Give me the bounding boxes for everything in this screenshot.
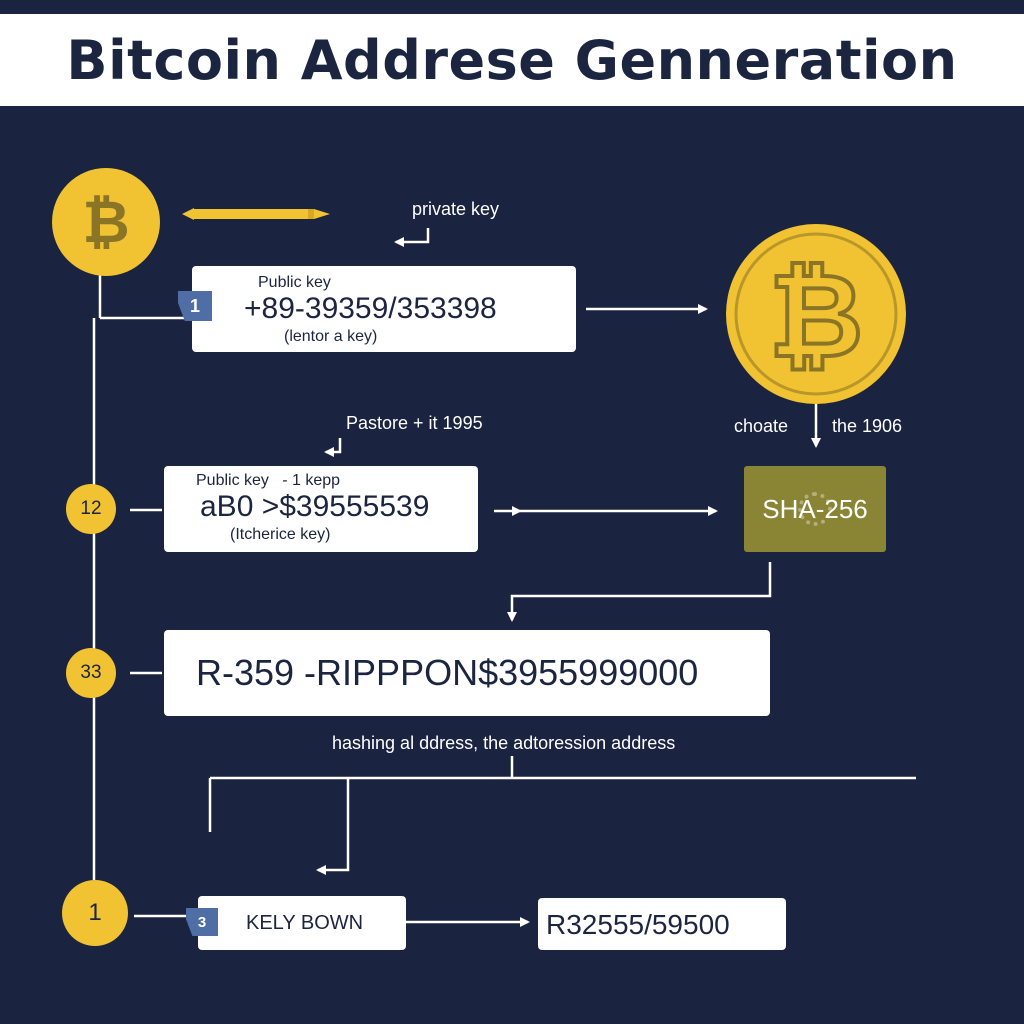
title-bar: Bitcoin Addrese Genneration — [0, 14, 1024, 106]
box-value: +89-39359/353398 — [244, 292, 497, 325]
arrow-pastore — [324, 438, 342, 457]
svg-text:₿: ₿ — [769, 249, 864, 384]
pencil-icon — [182, 208, 330, 220]
final-address-box: R32555/59500 — [538, 898, 786, 950]
step-tag: 3 — [186, 908, 218, 936]
key-box: KELY BOWN — [198, 896, 406, 950]
pastore-label: Pastore + it 1995 — [346, 413, 483, 433]
ripemd-address-box: R-359 -RIPPPON$3955999000 — [164, 630, 770, 716]
box-value: R-359 -RIPPPON$3955999000 — [196, 652, 699, 693]
top-strip — [0, 0, 1024, 14]
box-title: Public key — [258, 274, 331, 291]
step-badge: 33 — [66, 648, 116, 698]
arrow-sha-to-box3 — [507, 562, 772, 622]
sha256-box: SHA-256 — [744, 466, 886, 552]
page-title: Bitcoin Addrese Genneration — [66, 28, 958, 92]
bitcoin-icon: ₿ — [726, 224, 906, 404]
gear-icon — [798, 492, 832, 526]
box-value: R32555/59500 — [546, 909, 730, 940]
box-subtitle: (lentor a key) — [284, 328, 378, 345]
public-key-box: Public key - 1 kepp aB0 >$39555539 (Itch… — [164, 466, 478, 552]
svg-text:₿: ₿ — [82, 188, 129, 256]
bitcoin-icon: ₿ — [52, 168, 160, 276]
arrow-hashing-to-box4 — [316, 778, 350, 875]
sha256-label: SHA-256 — [762, 493, 868, 524]
public-key-box: Public key +89-39359/353398 (lentor a ke… — [192, 266, 576, 352]
arrow-private-key — [394, 228, 430, 247]
step-badge: 1 — [62, 880, 128, 946]
hashing-label: hashing al ddress, the adtoression addre… — [332, 733, 676, 753]
box-value: KELY BOWN — [246, 912, 364, 934]
choate-label: choate — [734, 416, 789, 436]
box-title: Public key - 1 kepp — [196, 472, 341, 489]
private-key-label: private key — [412, 199, 500, 219]
box-value: aB0 >$39555539 — [200, 490, 430, 523]
year-label: the 1906 — [832, 416, 903, 436]
step-tag: 1 — [178, 291, 212, 321]
step-badge: 12 — [66, 484, 116, 534]
box-subtitle: (Itcherice key) — [230, 526, 331, 543]
